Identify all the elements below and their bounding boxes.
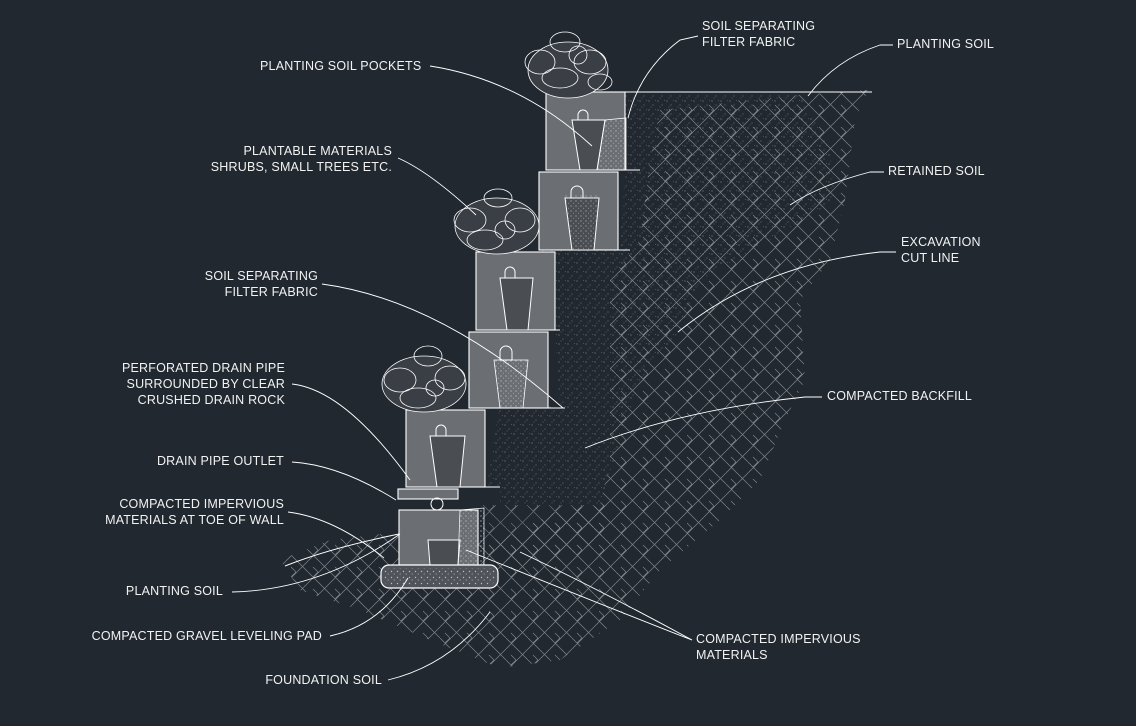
label-compacted-impervious-1: COMPACTED IMPERVIOUS — [696, 632, 861, 646]
annotation-labels: SOIL SEPARATING FILTER FABRIC PLANTING S… — [92, 19, 994, 687]
label-plantable-materials-1: PLANTABLE MATERIALS — [243, 144, 392, 158]
label-perforated-drain-2: SURROUNDED BY CLEAR — [127, 377, 285, 391]
compacted-impervious-region — [480, 505, 610, 565]
label-planting-soil-bottom: PLANTING SOIL — [126, 584, 223, 598]
gravel-leveling-pad-fill — [384, 568, 495, 585]
label-perforated-drain-3: CRUSHED DRAIN ROCK — [138, 393, 286, 407]
label-soil-separating-fabric-mid-2: FILTER FABRIC — [225, 285, 318, 299]
label-compacted-gravel-pad: COMPACTED GRAVEL LEVELING PAD — [92, 629, 322, 643]
label-planting-soil-pockets: PLANTING SOIL POCKETS — [260, 59, 421, 73]
compacted-backfill-fill — [487, 92, 835, 505]
drain-pipe-outlet — [397, 488, 459, 511]
wall-tier-5 — [405, 409, 500, 488]
label-soil-separating-fabric-mid-1: SOIL SEPARATING — [205, 269, 318, 283]
wall-tier-1 — [545, 91, 640, 171]
label-soil-separating-fabric-top-1: SOIL SEPARATING — [702, 19, 815, 33]
label-compacted-impervious-toe-2: MATERIALS AT TOE OF WALL — [105, 513, 284, 527]
label-excavation-cut-line-1: EXCAVATION — [901, 235, 981, 249]
wall-tier-6 — [398, 507, 485, 566]
label-plantable-materials-2: SHRUBS, SMALL TREES ETC. — [211, 160, 392, 174]
shrub-middle-icon — [453, 188, 540, 255]
wall-tier-3 — [475, 251, 560, 331]
bottom-ground-line — [284, 533, 400, 567]
label-perforated-drain-1: PERFORATED DRAIN PIPE — [122, 361, 285, 375]
label-planting-soil-top: PLANTING SOIL — [897, 37, 994, 51]
label-foundation-soil: FOUNDATION SOIL — [265, 673, 382, 687]
wall-tier-2 — [538, 171, 630, 251]
label-compacted-impervious-2: MATERIALS — [696, 648, 768, 662]
label-compacted-backfill: COMPACTED BACKFILL — [827, 389, 972, 403]
label-drain-pipe-outlet: DRAIN PIPE OUTLET — [157, 454, 284, 468]
shrub-top-icon — [524, 31, 613, 99]
leader-lines — [231, 35, 896, 681]
shrub-bottom-icon — [381, 345, 467, 413]
label-excavation-cut-line-2: CUT LINE — [901, 251, 959, 265]
label-retained-soil: RETAINED SOIL — [888, 164, 985, 178]
wall-tier-4 — [468, 331, 565, 409]
label-soil-separating-fabric-top-2: FILTER FABRIC — [702, 35, 795, 49]
label-compacted-impervious-toe-1: COMPACTED IMPERVIOUS — [119, 497, 284, 511]
